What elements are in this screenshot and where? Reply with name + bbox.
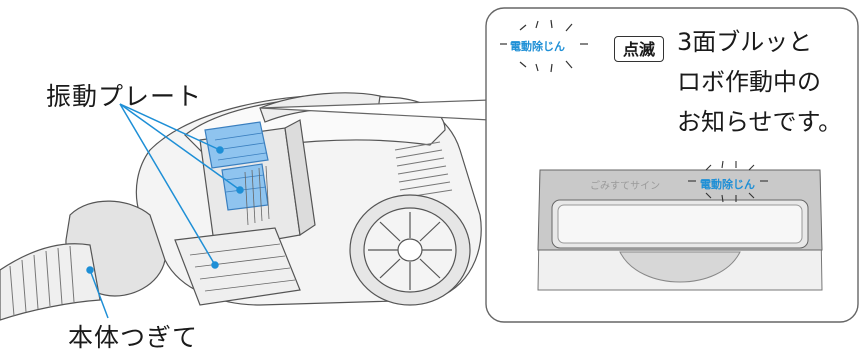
callout-message: 3面ブルッと ロボ作動中の お知らせです。 [677, 22, 842, 142]
callout-message-line: 3面ブルッと [677, 28, 813, 56]
bottom-tray [174, 227, 301, 306]
hose [0, 243, 101, 321]
filter-element [204, 121, 269, 211]
control-panel [537, 169, 823, 291]
indicator-state-badge: 点滅 [614, 36, 664, 62]
indicator-label: 電動除じん [510, 40, 565, 53]
panel-blink-sparks-icon [688, 160, 768, 203]
plate-pointer-lines [119, 103, 244, 269]
vibration-plate-label: 振動プレート [46, 82, 203, 111]
joint-pointer-line [86, 266, 109, 319]
panel-indicator-label: 電動除じん [700, 178, 755, 191]
body-joint-label: 本体つぎて [68, 323, 199, 352]
callout-message-line: ロボ作動中の [677, 68, 821, 96]
dust-sign-label: ごみすてサイン [590, 181, 661, 192]
blink-sparks-icon [500, 19, 588, 73]
vacuum-cleaner [0, 92, 482, 321]
rear-wheel [349, 194, 471, 306]
callout-message-line: お知らせです。 [677, 108, 843, 136]
